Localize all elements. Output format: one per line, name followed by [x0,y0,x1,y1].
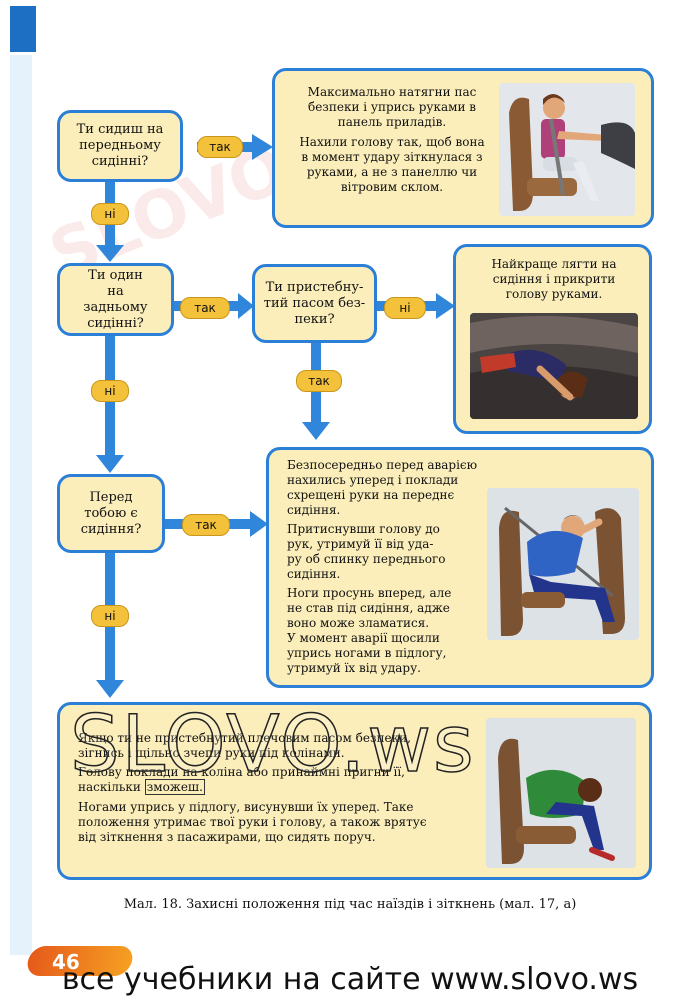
page-number: 46 [52,950,80,974]
arrowhead-q3-yes [302,422,330,440]
answer-no-seat-in-front: Якщо ти не пристебнутий плечовим пасом б… [57,702,652,880]
question-seatbelt: Ти пристебну- тий пасом без- пеки? [252,264,377,343]
figure-caption: Мал. 18. Захисні положення під час наїзд… [123,897,577,912]
no-pill-2: ні [384,297,426,319]
passenger-leaning-on-front-seat-image [487,488,639,640]
arrowhead-q1-no [96,245,124,262]
yes-pill-1: так [197,136,243,158]
arrowhead-q1-yes [252,134,273,160]
no-pill-4: ні [91,605,129,627]
answer-front-seat-p2: Нахили голову так, щоб вона в момент уда… [299,135,485,194]
passenger-bracing-on-dashboard-image [499,83,635,216]
answer-front-seat-p1: Максимально натягни пас безпеки і упрись… [307,85,477,129]
answer-no-seat-in-front-p3: Ногами упрись у підлогу, висунувши їх уп… [78,800,427,844]
passenger-bent-over-knees-image [486,718,636,868]
answer-back-seat-alone: Найкраще лягти на сидіння і прикрити гол… [453,244,652,434]
answer-no-seat-in-front-p2: Голову поклади на коліна або принаймні п… [78,765,405,795]
answer-back-seat-alone-p1: Найкраще лягти на сидіння і прикрити гол… [491,257,617,301]
arrowhead-q4-yes [250,511,268,537]
no-pill-1: ні [91,203,129,225]
answer-seat-in-front: Безпосередньо перед аварією нахились упе… [266,447,654,688]
answer-seat-in-front-p3: Ноги просунь вперед, але не став під сид… [287,586,452,630]
answer-seat-in-front-p2: Притиснувши голову до рук, утримуй її ві… [287,522,446,581]
arrowhead-q2-yes [238,293,254,319]
answer-seat-in-front-p4: У момент аварії щосили упрись ногами в п… [287,631,447,675]
yes-pill-3: так [296,370,342,392]
question-front-seat: Ти сидиш на передньому сидінні? [57,110,183,182]
question-back-seat-alone: Ти один на задньому сидінні? [57,263,174,336]
answer-front-seat: Максимально натягни пас безпеки і упрись… [272,68,654,228]
arrowhead-q2-no [96,455,124,473]
no-pill-3: ні [91,380,129,402]
answer-no-seat-in-front-p1: Якщо ти не пристебнутий плечовим пасом б… [78,731,411,760]
passenger-lying-on-seat-image [470,313,638,419]
footer-text: все учебники на сайте www.slovo.ws [61,962,639,997]
corner-marker [10,6,36,52]
page-sidebar-strip [10,55,32,955]
watermark: SLOVO.ws [69,699,476,791]
yes-pill-4: так [182,514,230,536]
arrowhead-q3-no [436,293,455,319]
highlighted-word: зможеш. [144,779,205,795]
yes-pill-2: так [180,297,230,319]
question-seat-in-front: Перед тобою є сидіння? [57,474,165,553]
arrowhead-q4-no [96,680,124,698]
answer-seat-in-front-p1: Безпосередньо перед аварією нахились упе… [287,458,478,517]
